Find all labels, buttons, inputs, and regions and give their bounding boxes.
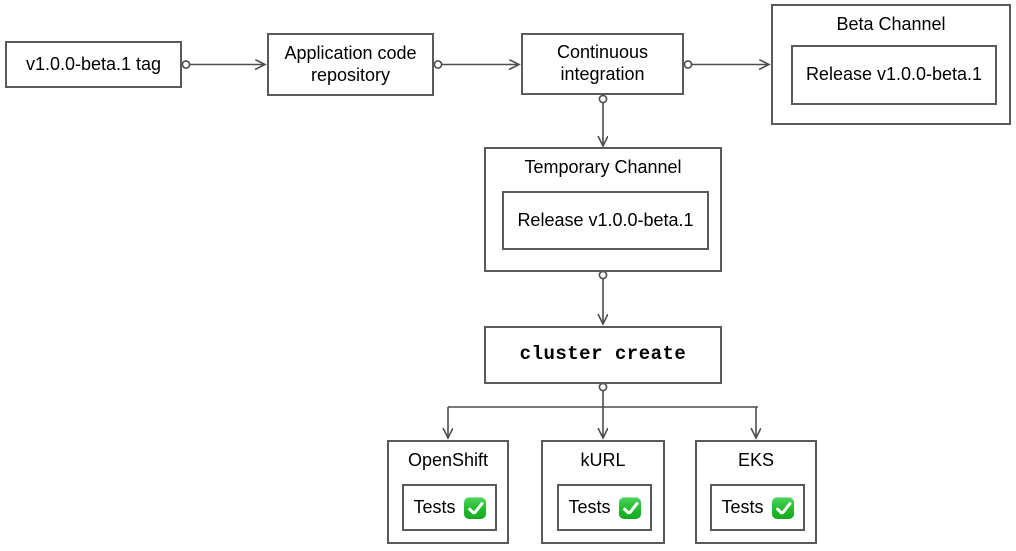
node-temporary-channel-release[interactable]: Release v1.0.0-beta.1 (502, 191, 709, 250)
node-beta-channel-release-label: Release v1.0.0-beta.1 (805, 64, 983, 85)
node-beta-channel-title: Beta Channel (836, 14, 946, 34)
node-eks-tests-label: Tests (721, 496, 764, 517)
node-temporary-channel-title: Temporary Channel (524, 157, 682, 177)
node-cluster-create-label: cluster create (519, 343, 687, 366)
node-eks-tests[interactable]: Tests (710, 484, 805, 531)
node-beta-channel-release[interactable]: Release v1.0.0-beta.1 (791, 45, 997, 105)
node-kurl[interactable]: kURL Tests (541, 440, 665, 544)
node-openshift-tests[interactable]: Tests (402, 484, 497, 531)
check-mark-icon (771, 496, 794, 519)
node-tag[interactable]: v1.0.0-beta.1 tag (5, 41, 182, 88)
node-eks-title: EKS (737, 450, 775, 470)
node-openshift-tests-label: Tests (413, 496, 456, 517)
node-kurl-tests-label: Tests (568, 496, 611, 517)
node-eks[interactable]: EKS Tests (695, 440, 817, 544)
node-continuous-integration-label: Continuous integration (556, 42, 649, 84)
edge-cluster-create-branches (448, 382, 758, 438)
node-tag-label: v1.0.0-beta.1 tag (25, 53, 162, 74)
node-application-code-repository-label: Application code repository (284, 42, 417, 85)
edge-ci-to-beta-channel (683, 61, 769, 68)
node-kurl-title: kURL (580, 450, 626, 470)
node-temporary-channel-release-label: Release v1.0.0-beta.1 (517, 209, 694, 230)
node-kurl-tests[interactable]: Tests (557, 484, 652, 531)
edge-ci-to-temporary-channel (599, 94, 606, 146)
node-beta-channel[interactable]: Beta Channel Release v1.0.0-beta.1 (771, 4, 1011, 125)
node-application-code-repository[interactable]: Application code repository (267, 33, 434, 96)
node-openshift-title: OpenShift (407, 450, 489, 470)
edge-temporary-channel-to-cluster-create (599, 270, 606, 324)
edge-tag-to-repo (181, 61, 265, 68)
node-cluster-create[interactable]: cluster create (484, 326, 722, 384)
check-mark-icon (463, 496, 486, 519)
node-temporary-channel[interactable]: Temporary Channel Release v1.0.0-beta.1 (484, 147, 722, 272)
node-continuous-integration[interactable]: Continuous integration (521, 33, 684, 95)
edge-repo-to-ci (433, 61, 519, 68)
node-openshift[interactable]: OpenShift Tests (387, 440, 509, 544)
check-mark-icon (618, 496, 641, 519)
